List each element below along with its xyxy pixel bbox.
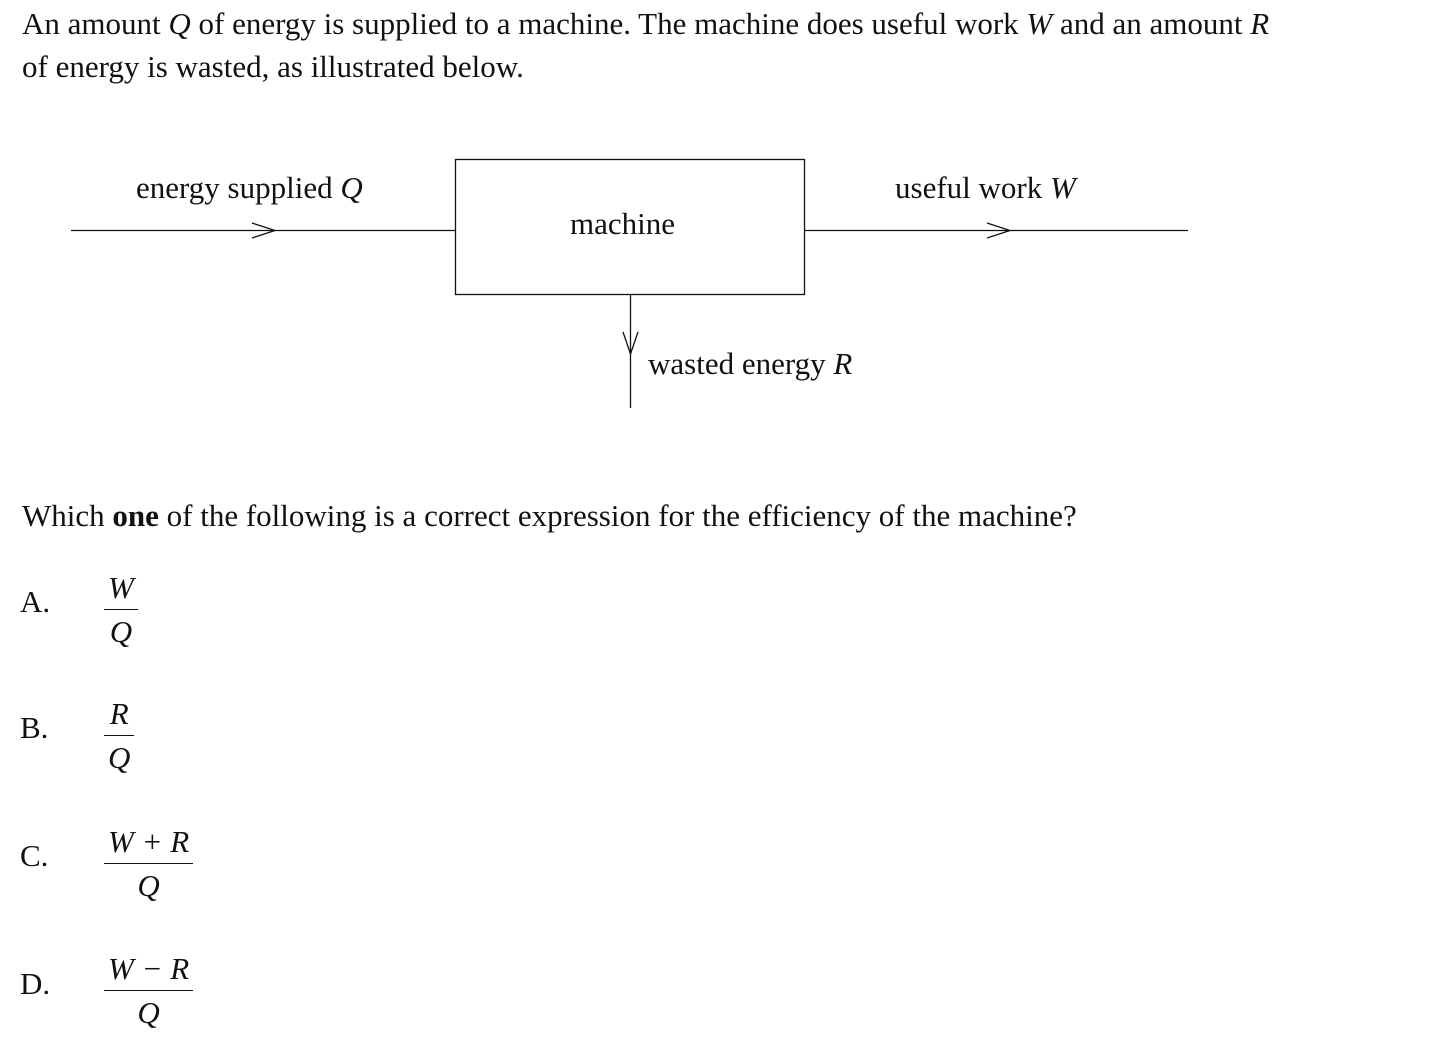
fraction-bar	[104, 609, 138, 610]
fraction-bar	[104, 863, 194, 864]
denominator: Q	[137, 868, 160, 903]
denominator: Q	[109, 614, 133, 649]
option-letter: A.	[20, 584, 51, 619]
output-label: useful work W	[895, 170, 1076, 205]
option-letter: D.	[20, 966, 51, 1001]
question-text: Which one of the following is a correct …	[22, 498, 1077, 533]
intro-line-2: of energy is wasted, as illustrated belo…	[22, 49, 524, 84]
input-label: energy supplied Q	[136, 170, 363, 205]
fraction-bar	[104, 735, 135, 736]
waste-arrowhead	[622, 331, 639, 357]
intro-line-1: An amount Q of energy is supplied to a m…	[22, 6, 1270, 41]
output-arrowhead	[986, 222, 1013, 239]
input-arrowhead	[251, 222, 278, 239]
machine-label: machine	[570, 206, 676, 241]
numerator: W + R	[108, 824, 190, 859]
denominator: Q	[108, 740, 131, 775]
numerator: W − R	[108, 951, 190, 986]
denominator: Q	[137, 995, 160, 1030]
numerator: R	[109, 696, 129, 731]
numerator: W	[108, 570, 134, 605]
fraction-bar	[104, 990, 194, 991]
option-letter: C.	[20, 838, 49, 873]
option-letter: B.	[20, 710, 49, 745]
waste-label: wasted energy R	[648, 346, 853, 381]
